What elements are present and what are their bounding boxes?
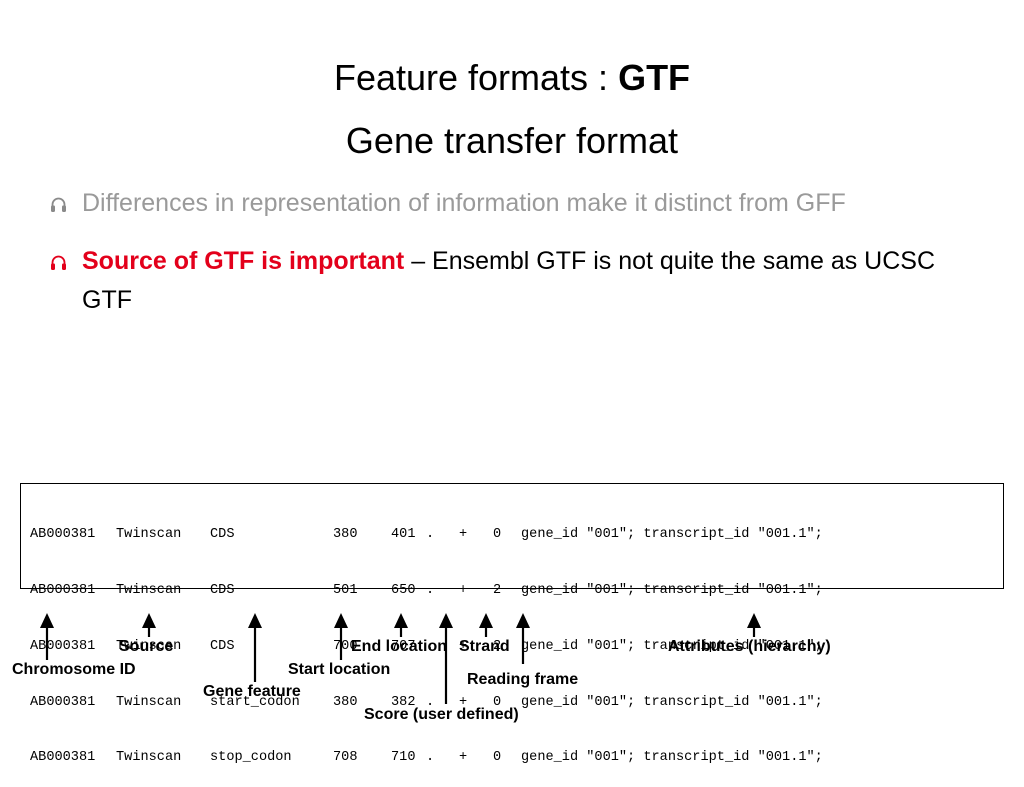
feature-cell: CDS	[210, 582, 235, 598]
strand-cell: +	[459, 582, 468, 598]
arrow-end-location	[394, 613, 408, 637]
feature-cell: stop_codon	[210, 750, 292, 766]
gtf-row: AB000381 Twinscan CDS 501 650. +2 gene_id "001…	[30, 582, 1003, 601]
feature-cell: CDS	[210, 638, 235, 654]
score-cell: .	[426, 527, 435, 543]
title-prefix: Feature formats :	[333, 57, 619, 98]
attributes-cell: gene_id "001"; transcript_id "001.1";	[521, 750, 823, 766]
slide-title: Feature formats : GTF	[0, 56, 1024, 100]
gtf-row: AB000381 Twinscan stop_codon 708 710. +0 gene_…	[30, 749, 1003, 768]
bullet-1: Differences in representation of informa…	[50, 184, 990, 223]
end-cell: 650	[391, 582, 416, 598]
source-cell: Twinscan	[116, 750, 182, 766]
label-chromosome-id: Chromosome ID	[12, 661, 136, 678]
start-cell: 708	[333, 750, 358, 766]
arrow-start-location	[334, 613, 348, 660]
feature-cell: CDS	[210, 527, 235, 543]
bullet-2-rest: – Ensembl GTF is not quite the same as U…	[82, 247, 936, 314]
chrom-cell: AB000381	[30, 527, 96, 543]
end-cell: 401	[391, 527, 416, 543]
score-cell: .	[426, 638, 435, 654]
attributes-cell: gene_id "001"; transcript_id "001.1";	[521, 638, 823, 654]
attributes-cell: gene_id "001"; transcript_id "001.1";	[521, 527, 823, 543]
headphones-icon	[51, 255, 66, 270]
label-start-location: Start location	[288, 661, 391, 678]
source-cell: Twinscan	[116, 638, 182, 654]
start-cell: 380	[333, 694, 358, 710]
title-bold: GTF	[618, 57, 691, 98]
frame-cell: 0	[493, 527, 502, 543]
source-cell: Twinscan	[116, 582, 182, 598]
score-cell: .	[426, 750, 435, 766]
bullet-2-text: Source of GTF is important – Ensembl GTF…	[82, 242, 990, 320]
frame-cell: 2	[493, 638, 502, 654]
label-source: Source	[119, 638, 174, 655]
strand-cell: +	[459, 638, 468, 654]
arrow-gene-feature	[248, 613, 262, 682]
arrow-chromosome-id	[40, 613, 54, 660]
end-cell: 382	[391, 694, 416, 710]
end-cell: 710	[391, 750, 416, 766]
slide-subtitle: Gene transfer format	[345, 120, 679, 161]
strand-cell: +	[459, 750, 468, 766]
label-attributes: Attributes (hierarchy)	[668, 638, 831, 655]
gtf-row: AB000381 Twinscan start_codon 380 382. +0 gene…	[30, 694, 1003, 713]
source-cell: Twinscan	[116, 694, 182, 710]
arrow-score	[439, 613, 453, 704]
label-end-location: End location	[351, 638, 447, 655]
chrom-cell: AB000381	[30, 582, 96, 598]
attributes-cell: gene_id "001"; transcript_id "001.1";	[521, 694, 823, 710]
column-arrows	[40, 613, 761, 704]
headphones-icon	[51, 197, 66, 212]
gtf-row: AB000381 Twinscan CDS 380 401. +0 gene_id "001…	[30, 526, 1003, 545]
score-cell: .	[426, 582, 435, 598]
source-cell: Twinscan	[116, 527, 182, 543]
arrow-reading-frame	[516, 613, 530, 664]
frame-cell: 0	[493, 694, 502, 710]
bullet-2-highlight: Source of GTF is important	[82, 247, 405, 275]
start-cell: 700	[333, 638, 358, 654]
score-cell: .	[426, 694, 435, 710]
arrow-strand	[479, 613, 493, 637]
attributes-cell: gene_id "001"; transcript_id "001.1";	[521, 582, 823, 598]
frame-cell: 0	[493, 750, 502, 766]
feature-cell: start_codon	[210, 694, 300, 710]
bullet-1-text: Differences in representation of informa…	[82, 189, 846, 217]
chrom-cell: AB000381	[30, 694, 96, 710]
strand-cell: +	[459, 694, 468, 710]
chrom-cell: AB000381	[30, 750, 96, 766]
label-reading-frame: Reading frame	[467, 671, 579, 688]
arrow-source	[142, 613, 156, 637]
label-score: Score (user defined)	[364, 706, 519, 723]
arrow-attributes	[747, 613, 761, 637]
start-cell: 380	[333, 527, 358, 543]
bullet-2: Source of GTF is important – Ensembl GTF…	[50, 242, 990, 320]
label-gene-feature: Gene feature	[203, 683, 301, 700]
strand-cell: +	[459, 527, 468, 543]
start-cell: 501	[333, 582, 358, 598]
frame-cell: 2	[493, 582, 502, 598]
end-cell: 707	[391, 638, 416, 654]
label-strand: Strand	[459, 638, 510, 655]
